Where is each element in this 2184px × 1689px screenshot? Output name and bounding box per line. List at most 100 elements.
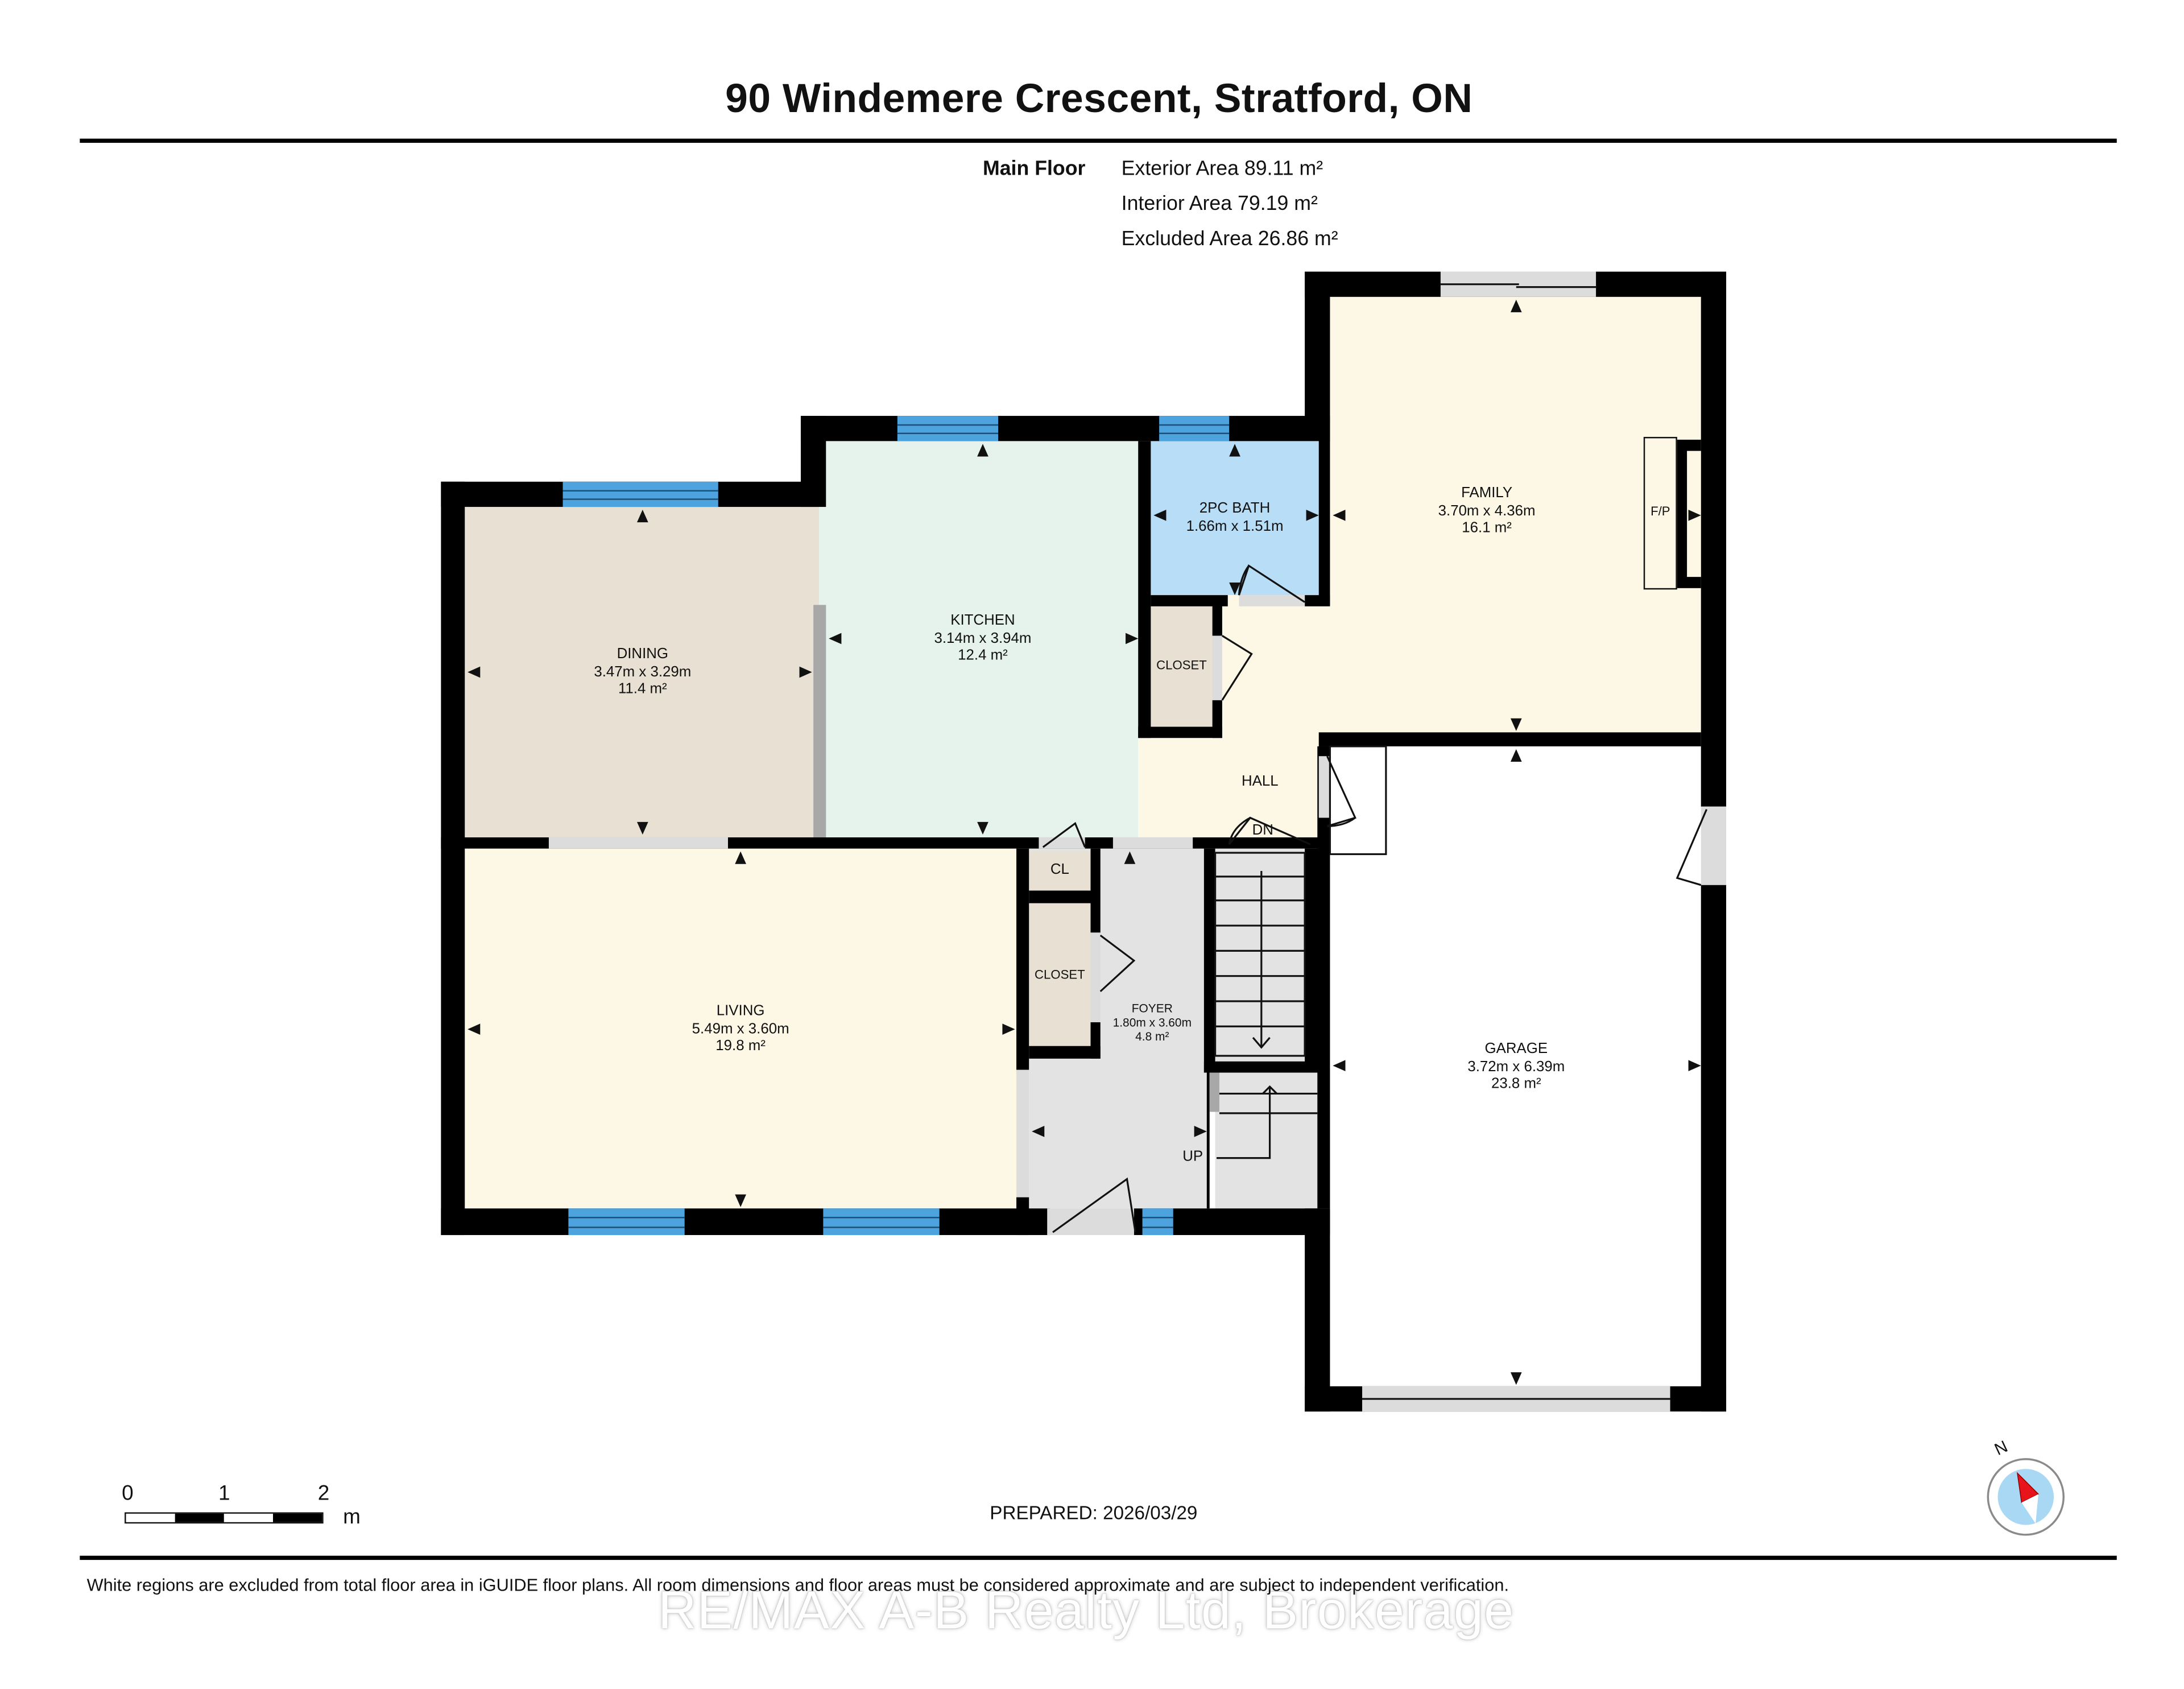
dim-arrow-icon [1229,582,1240,596]
wall [1305,1208,1330,1412]
wall [1701,885,1727,1412]
room-label-living: LIVING 5.49m x 3.60m 19.8 m² [692,1002,789,1055]
dim-arrow-icon [1510,1372,1522,1385]
dim-arrow-icon [1002,1023,1015,1035]
half-wall [813,605,826,837]
room-label-bath: 2PC BATH 1.66m x 1.51m [1186,500,1284,535]
room-garage[interactable] [1330,746,1701,1386]
room-name: DINING [617,645,669,663]
dining-living-opening[interactable] [548,837,728,849]
dim-arrow-icon [1124,851,1136,864]
dim-arrow-icon [1126,633,1139,645]
living-foyer-opening[interactable] [1016,1069,1029,1197]
room-dimensions: 3.47m x 3.29m [594,663,692,680]
wall [1305,848,1319,1073]
brokerage-watermark: RE/MAX A-B Realty Ltd, Brokerage [657,1582,1515,1641]
wall [1701,271,1727,807]
scale-bar-graphic [125,1512,324,1524]
disclaimer-text: White regions are excluded from total fl… [86,1575,1509,1595]
footer-divider [80,1555,2117,1559]
room-dimensions: 1.80m x 3.60m [1112,1015,1192,1030]
wall [1212,700,1222,738]
wall [1305,595,1330,606]
room-dimensions: 3.72m x 6.39m [1467,1058,1565,1075]
wall [1090,848,1101,933]
dim-arrow-icon [1688,509,1701,521]
excluded-area: Excluded Area 26.86 m² [1121,228,1338,251]
dim-arrow-icon [1510,718,1522,731]
room-dimensions: 1.66m x 1.51m [1186,517,1284,535]
room-area: 11.4 m² [618,680,667,697]
room-name: KITCHEN [950,612,1015,629]
window [1159,416,1230,441]
room-area: 12.4 m² [958,647,1008,664]
wall [1206,1069,1210,1209]
room-name: GARAGE [1484,1040,1548,1058]
dim-arrow-icon [468,666,481,678]
front-door[interactable] [1047,1208,1134,1236]
room-dimensions: 3.14m x 3.94m [934,629,1032,646]
header-divider [80,138,2117,143]
wall [1203,1061,1319,1073]
room-area: 16.1 m² [1462,519,1512,536]
dim-arrow-icon [1194,1126,1207,1137]
room-name: FOYER [1131,1001,1173,1015]
dim-arrow-icon [1306,509,1319,521]
garage-entry-door[interactable] [1318,756,1330,818]
foyer-kitchen-opening[interactable] [1112,837,1193,849]
closet-door-opening[interactable] [1212,635,1222,700]
room-name: 2PC BATH [1199,499,1271,517]
wall [1318,732,1701,746]
stair-up-label: UP [1182,1148,1203,1165]
dim-arrow-icon [829,633,842,645]
dim-arrow-icon [735,1194,746,1207]
stairwell[interactable] [1215,848,1318,1209]
wall [800,416,1330,441]
wall [1317,746,1330,1209]
room-label-foyer: FOYER 1.80m x 3.60m 4.8 m² [1113,1001,1192,1043]
garage-door[interactable] [1362,1386,1670,1412]
room-area: 19.8 m² [715,1037,766,1055]
room-label-cl: CL [1050,861,1069,878]
wall [1016,1197,1029,1236]
stair-rail [1209,1072,1219,1112]
wall [1151,595,1228,606]
wall [1212,605,1222,636]
room-closet-foyer[interactable] [1029,903,1091,1046]
compass-icon [1987,1458,2065,1536]
room-family[interactable] [1330,296,1701,733]
garage-side-door[interactable] [1701,806,1727,885]
room-living[interactable] [465,848,1017,1209]
room-dining[interactable] [465,507,819,837]
wall [1203,848,1215,1073]
room-label-hall: HALL [1242,773,1279,790]
room-label-kitchen: KITCHEN 3.14m x 3.94m 12.4 m² [934,612,1031,664]
scale-tick-2: 2 [317,1481,330,1506]
dim-arrow-icon [799,666,812,678]
patio-door[interactable] [1440,271,1596,297]
wall [1305,271,1330,426]
closet-door-opening[interactable] [1090,932,1101,1022]
window [568,1208,685,1236]
dim-arrow-icon [636,821,648,835]
room-dimensions: 5.49m x 3.60m [692,1020,789,1037]
exterior-area: Exterior Area 89.11 m² [1121,158,1323,181]
dim-arrow-icon [977,444,988,457]
dim-arrow-icon [1032,1126,1045,1137]
wall [441,481,465,1236]
cl-door-opening[interactable] [1039,837,1085,849]
room-label-family: FAMILY 3.70m x 4.36m 16.1 m² [1438,485,1536,537]
fireplace [1643,436,1677,590]
room-name: FAMILY [1461,484,1513,502]
room-label-garage: GARAGE 3.72m x 6.39m 23.8 m² [1467,1040,1565,1093]
bath-door-opening[interactable] [1239,595,1305,606]
room-closet-hall[interactable] [1151,605,1214,727]
room-area: 23.8 m² [1491,1075,1541,1092]
room-kitchen[interactable] [818,441,1139,837]
stair-down-label: DN [1252,821,1273,839]
prepared-date: PREPARED: 2026/03/29 [990,1502,1198,1524]
dim-arrow-icon [1333,509,1346,521]
room-cl[interactable] [1029,851,1091,891]
dim-arrow-icon [1510,749,1522,762]
dim-arrow-icon [1510,299,1522,312]
